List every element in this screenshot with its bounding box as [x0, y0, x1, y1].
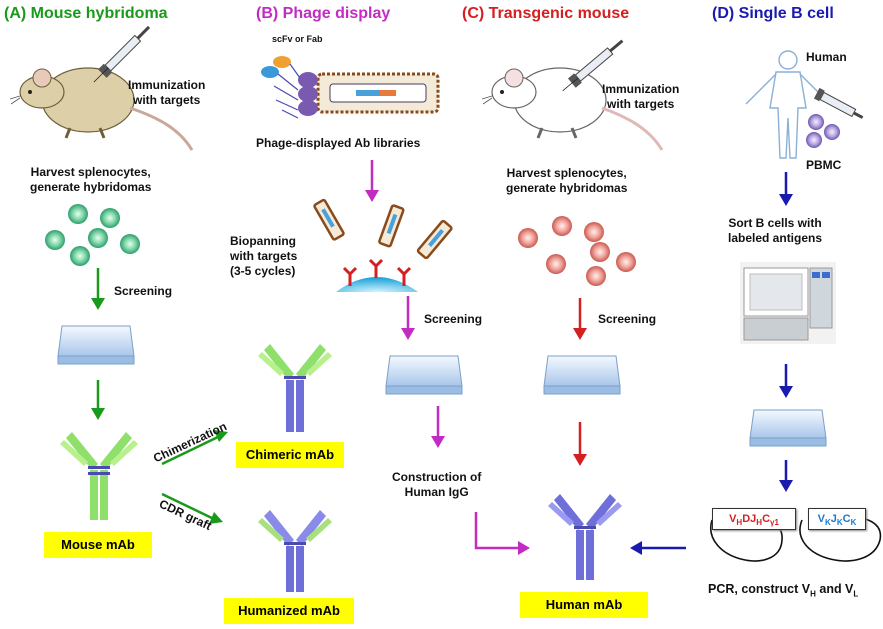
vl-gene-label: VKJKCK — [808, 508, 866, 530]
human-figure-icon — [745, 50, 831, 159]
mouse-a-icon — [9, 67, 194, 151]
humanized-mab-antibody-icon — [258, 510, 332, 592]
label-sort: Sort B cells with labeled antigens — [728, 216, 823, 245]
label-humanized-mab: Humanized mAb — [224, 598, 354, 624]
label-phage-library: Phage-displayed Ab libraries — [256, 136, 421, 150]
label-a-harvest: Harvest splenocytes, generate hybridomas — [30, 165, 152, 194]
pbmc-cells — [806, 114, 840, 148]
biopanning-icon — [313, 198, 453, 292]
label-c-screening: Screening — [598, 312, 657, 326]
plate-a-icon — [57, 325, 135, 365]
label-a-screening: Screening — [114, 284, 173, 298]
panel-c-title: (C) Transgenic mouse — [462, 5, 630, 22]
label-a-immunization: Immunization with targets — [128, 78, 206, 107]
panel-b-title: (B) Phage display — [256, 5, 391, 22]
arrow-chimerization — [161, 434, 221, 466]
label-human-mab: Human mAb — [520, 592, 648, 618]
plate-b-icon — [385, 355, 463, 395]
label-pcr: PCR, construct VH and VL — [708, 582, 859, 599]
arrow-b-human-mab — [474, 512, 524, 550]
vh-gene-label: VHDJHCγ1 — [712, 508, 796, 530]
mouse-mab-antibody-icon — [60, 432, 138, 520]
label-b-screening: Screening — [424, 312, 483, 326]
panel-a-title: (A) Mouse hybridoma — [4, 5, 168, 22]
label-biopanning: Biopanning with targets (3-5 cycles) — [230, 234, 298, 278]
label-chimeric-mab: Chimeric mAb — [236, 442, 344, 468]
chimeric-mab-antibody-icon — [258, 344, 332, 432]
human-mab-antibody-icon — [548, 494, 622, 580]
label-scfv: scFv or Fab — [272, 34, 323, 44]
phage-library-icon — [261, 56, 440, 119]
plate-c-icon — [543, 355, 621, 395]
mouse-c-icon — [481, 67, 664, 151]
label-human: Human — [806, 50, 847, 64]
label-construction: Construction of Human IgG — [392, 470, 482, 499]
label-mouse-mab: Mouse mAb — [44, 532, 152, 558]
plate-d-icon — [749, 409, 827, 447]
label-pbmc: PBMC — [806, 158, 842, 172]
label-c-immunization: Immunization with targets — [602, 82, 680, 111]
arrow-cdr-graft — [161, 492, 217, 522]
label-c-harvest: Harvest splenocytes, generate hybridomas — [506, 166, 628, 195]
syringe-d-icon — [813, 87, 864, 119]
hybridoma-cells-green — [45, 204, 140, 266]
syringe-a-icon — [93, 25, 151, 83]
cell-sorter-icon — [740, 262, 836, 344]
hybridoma-cells-red — [518, 216, 636, 286]
panel-d-title: (D) Single B cell — [712, 5, 834, 22]
syringe-c-icon — [562, 39, 624, 92]
